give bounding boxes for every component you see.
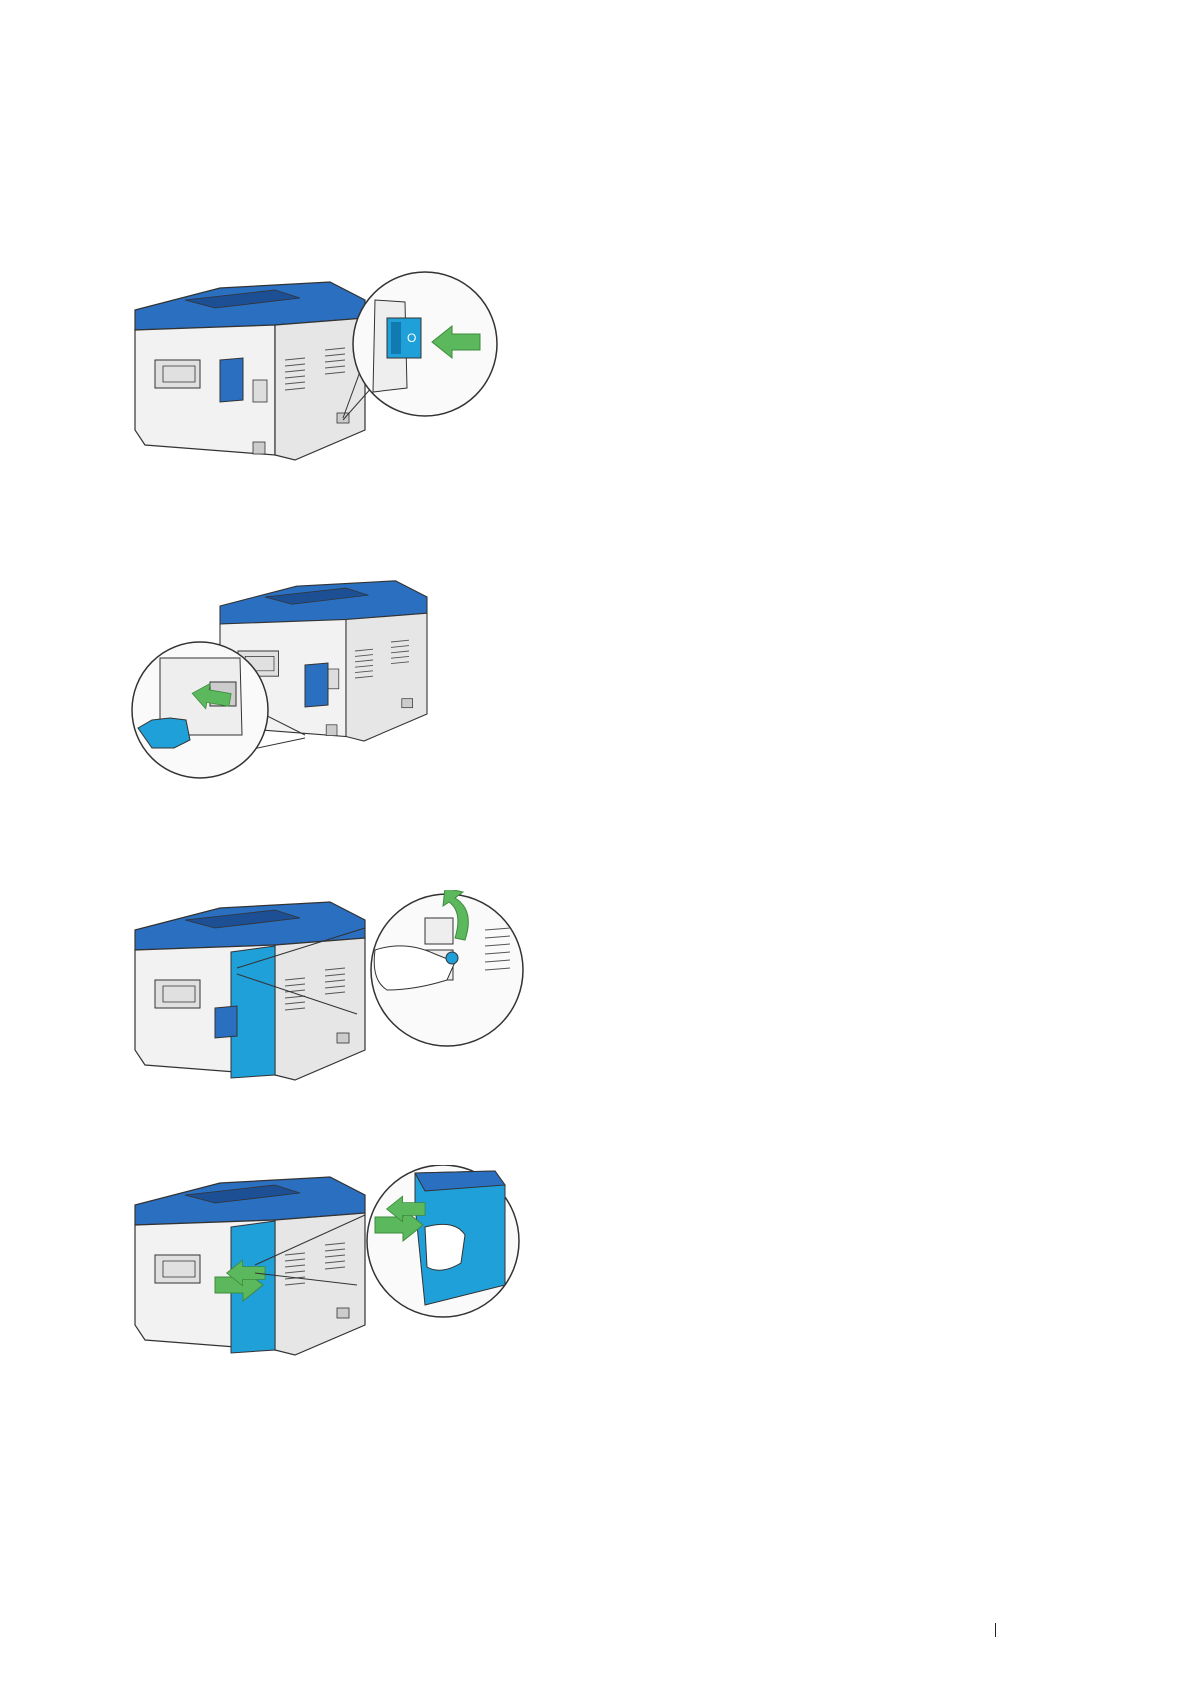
figure-turn-off-power-switch: O [125, 270, 545, 470]
footer-rule [995, 1623, 996, 1637]
figure-remove-side-cover [125, 1165, 555, 1385]
figure-disconnect-cables [125, 890, 555, 1120]
figure-unplug-power-cord [130, 570, 460, 790]
switch-symbol: O [407, 331, 416, 345]
